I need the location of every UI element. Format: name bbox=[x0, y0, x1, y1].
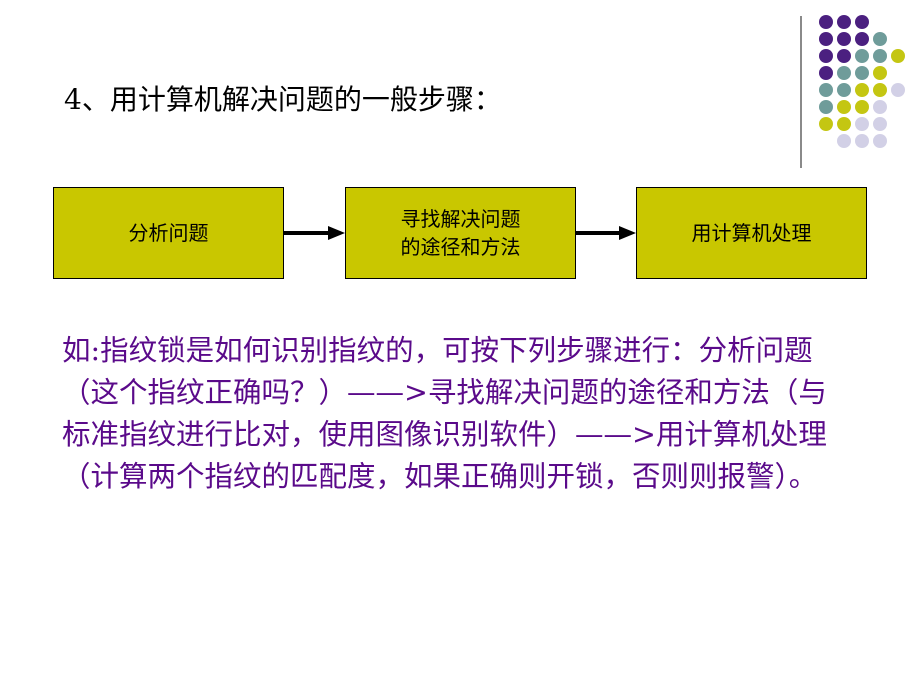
decor-dot bbox=[855, 15, 869, 29]
decor-dot bbox=[819, 32, 833, 46]
decor-dot bbox=[891, 49, 905, 63]
flow-step-label: 寻找解决问题 bbox=[400, 207, 521, 231]
decor-dot bbox=[855, 32, 869, 46]
decor-dot bbox=[837, 117, 851, 131]
decorative-vertical-rule bbox=[800, 16, 802, 168]
decor-dot bbox=[819, 100, 833, 114]
example-paragraph: 如:指纹锁是如何识别指纹的，可按下列步骤进行：分析问题 （这个指纹正确吗？）——… bbox=[62, 330, 892, 498]
decor-dot bbox=[855, 117, 869, 131]
decor-dot bbox=[855, 100, 869, 114]
decor-dot bbox=[819, 49, 833, 63]
decor-dot bbox=[873, 49, 887, 63]
paragraph-line: （计算两个指纹的匹配度，如果正确则开锁，否则则报警）。 bbox=[62, 460, 818, 493]
decor-dot bbox=[855, 134, 869, 148]
decor-dot bbox=[819, 66, 833, 80]
decorative-dot-grid bbox=[819, 15, 905, 148]
decor-dot bbox=[819, 117, 833, 131]
decor-dot bbox=[837, 100, 851, 114]
flow-step-find-method: 寻找解决问题 的途径和方法 bbox=[345, 187, 576, 279]
decor-dot bbox=[837, 66, 851, 80]
decor-dot bbox=[873, 117, 887, 131]
flow-step-label: 用计算机处理 bbox=[691, 221, 812, 245]
decor-dot bbox=[873, 100, 887, 114]
decor-dot bbox=[837, 32, 851, 46]
decor-dot bbox=[837, 49, 851, 63]
flow-step-label: 的途径和方法 bbox=[400, 235, 521, 259]
decor-dot bbox=[837, 15, 851, 29]
decor-dot bbox=[855, 83, 869, 97]
decor-dot bbox=[873, 83, 887, 97]
decor-dot bbox=[873, 134, 887, 148]
paragraph-line: （这个指纹正确吗？）——>寻找解决问题的途径和方法（与 bbox=[62, 376, 827, 409]
paragraph-line: 如:指纹锁是如何识别指纹的，可按下列步骤进行：分析问题 bbox=[62, 334, 813, 367]
flow-step-compute: 用计算机处理 bbox=[636, 187, 867, 279]
decor-dot bbox=[891, 83, 905, 97]
decor-dot bbox=[837, 83, 851, 97]
decor-dot bbox=[855, 66, 869, 80]
decor-dot bbox=[855, 49, 869, 63]
flow-step-analyze: 分析问题 bbox=[53, 187, 284, 279]
slide-heading: 4、用计算机解决问题的一般步骤： bbox=[64, 83, 502, 116]
flow-arrow-icon bbox=[576, 226, 636, 240]
decor-dot bbox=[819, 83, 833, 97]
flow-step-label: 分析问题 bbox=[128, 221, 209, 245]
paragraph-line: 标准指纹进行比对，使用图像识别软件）——>用计算机处理 bbox=[62, 418, 827, 451]
decor-dot bbox=[837, 134, 851, 148]
decor-dot bbox=[819, 15, 833, 29]
decor-dot bbox=[873, 66, 887, 80]
decor-dot bbox=[873, 32, 887, 46]
flow-arrow-icon bbox=[284, 226, 345, 240]
